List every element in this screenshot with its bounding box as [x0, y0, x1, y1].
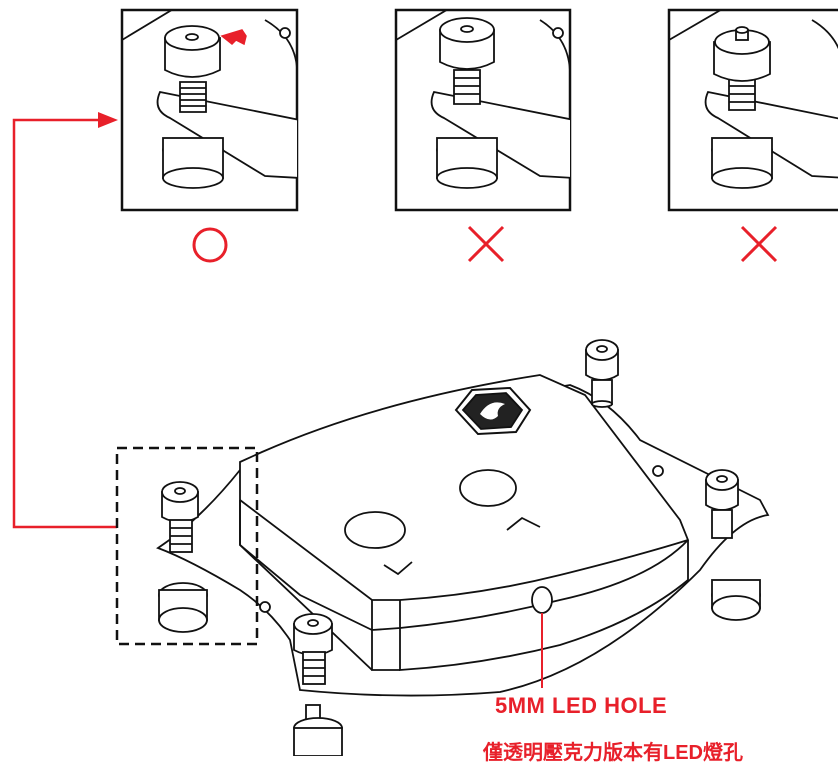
detail-panel-wrong-1 [394, 8, 572, 212]
block-body [239, 374, 690, 631]
highlight-box [115, 446, 259, 646]
screw-bottom [293, 613, 343, 756]
cross-icon [740, 225, 778, 263]
detail-panel-correct [120, 8, 299, 212]
water-block [156, 339, 770, 756]
screw-top-right [585, 339, 619, 408]
detail-panel-wrong-2 [667, 8, 838, 212]
screw-right [705, 469, 761, 621]
led-hole-label: 5MM LED HOLE [495, 693, 668, 718]
red-arrow-icon [98, 112, 118, 128]
cross-icon [467, 225, 505, 263]
led-note-label: 僅透明壓克力版本有LED燈孔 [483, 742, 743, 764]
connector-arrow [12, 118, 117, 529]
screw-left [158, 481, 208, 633]
dragon-emblem-icon [454, 386, 532, 436]
red-arrow-icon [220, 29, 247, 46]
circle-icon [192, 227, 228, 263]
